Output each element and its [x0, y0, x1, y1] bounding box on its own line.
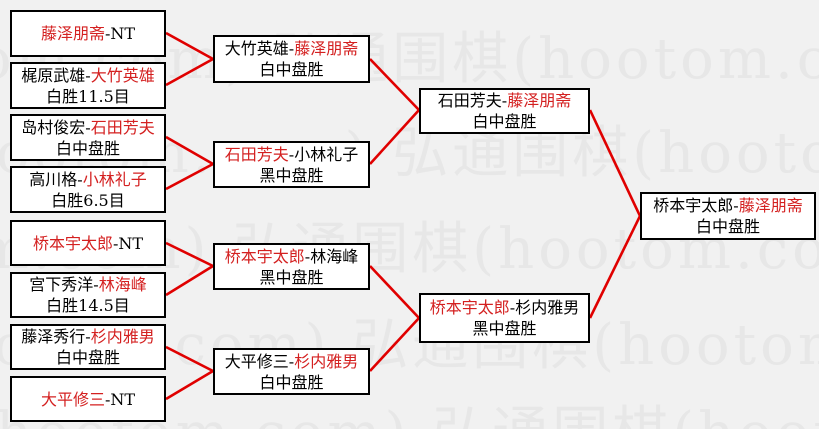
match-players: 大平修三-杉内雅男	[225, 351, 358, 372]
match-box-r2-2: 石田芳夫-小林礼子黑中盘胜	[213, 141, 370, 188]
match-players: 藤泽朋斋-NT	[41, 23, 135, 44]
connector-line	[165, 31, 214, 61]
player-name: 大平修三-	[224, 351, 295, 371]
match-result: 白胜14.5目	[46, 296, 130, 315]
match-result: 黑中盘胜	[472, 319, 537, 338]
winner-name: 杉内雅男	[90, 327, 155, 346]
winner-name: 杉内雅男	[294, 351, 359, 371]
match-box-r2-3: 桥本宇太郎-林海峰黑中盘胜	[213, 243, 370, 290]
match-box-r1-6: 宫下秀洋-林海峰白胜14.5目	[10, 272, 166, 318]
match-box-final: 桥本宇太郎-藤泽朋斋白中盘胜	[640, 192, 816, 240]
match-result: 白胜11.5目	[46, 86, 130, 106]
match-players: 桥本宇太郎-林海峰	[225, 246, 358, 267]
match-box-r1-2: 梶原武雄-大竹英雄白胜11.5目	[10, 62, 166, 109]
player-name: -杉内雅男	[509, 298, 580, 317]
winner-name: 桥本宇太郎	[32, 233, 113, 253]
match-box-r1-7: 藤泽秀行-杉内雅男白中盘胜	[10, 324, 166, 370]
match-box-sf-1: 石田芳夫-藤泽朋斋白中盘胜	[419, 88, 590, 134]
winner-name: 小林礼子	[82, 169, 147, 189]
match-box-sf-2: 桥本宇太郎-杉内雅男黑中盘胜	[419, 293, 590, 343]
match-box-r1-5: 桥本宇太郎-NT	[10, 220, 166, 266]
player-name: 石田芳夫-	[437, 91, 508, 110]
connector-line	[165, 369, 214, 401]
match-result: 白中盘胜	[695, 217, 760, 236]
match-box-r2-4: 大平修三-杉内雅男白中盘胜	[213, 348, 370, 395]
connector-line	[165, 345, 214, 373]
winner-name: 石田芳夫	[224, 144, 289, 164]
winner-name: 藤泽朋斋	[294, 39, 359, 58]
winner-name: 桥本宇太郎	[429, 298, 510, 317]
player-name: 宫下秀洋-	[29, 275, 99, 294]
winner-name: 藤泽朋斋	[738, 196, 803, 215]
winner-name: 藤泽朋斋	[40, 24, 105, 43]
match-box-r2-1: 大竹英雄-藤泽朋斋白中盘胜	[213, 35, 370, 83]
player-name: -NT	[112, 233, 144, 253]
match-players: 高川格-小林礼子	[29, 169, 146, 190]
match-players: 大竹英雄-藤泽朋斋	[225, 38, 358, 59]
match-result: 白胜6.5目	[51, 190, 125, 210]
connector-line	[165, 162, 214, 191]
match-players: 宫下秀洋-林海峰	[29, 274, 146, 295]
winner-name: 大平修三	[40, 389, 105, 409]
connector-line	[588, 109, 642, 217]
connector-line	[369, 109, 420, 165]
player-name: 桥本宇太郎-	[653, 196, 739, 215]
winner-name: 藤泽朋斋	[507, 91, 572, 110]
match-box-r1-1: 藤泽朋斋-NT	[10, 10, 166, 57]
match-players: 桥本宇太郎-藤泽朋斋	[653, 195, 802, 216]
connector-line	[369, 317, 420, 372]
match-players: 岛村俊宏-石田芳夫	[21, 117, 154, 138]
match-players: 桥本宇太郎-NT	[33, 233, 143, 254]
connector-line	[369, 58, 420, 111]
winner-name: 林海峰	[98, 275, 147, 294]
player-name: 大竹英雄-	[224, 39, 295, 58]
player-name: 梶原武雄-	[21, 65, 91, 85]
player-name: -NT	[104, 389, 136, 409]
winner-name: 石田芳夫	[90, 117, 155, 137]
match-box-r1-3: 岛村俊宏-石田芳夫白中盘胜	[10, 114, 166, 161]
match-players: 藤泽秀行-杉内雅男	[21, 326, 154, 347]
match-result: 黑中盘胜	[259, 165, 324, 185]
player-name: -小林礼子	[288, 144, 359, 164]
match-result: 白中盘胜	[55, 348, 120, 367]
connector-line	[588, 215, 642, 319]
connector-line	[165, 241, 214, 268]
match-box-r1-8: 大平修三-NT	[10, 376, 166, 422]
player-name: -NT	[104, 24, 136, 43]
player-name: -林海峰	[304, 246, 359, 266]
match-players: 石田芳夫-藤泽朋斋	[438, 90, 571, 111]
connector-line	[369, 265, 420, 319]
match-players: 梶原武雄-大竹英雄	[21, 65, 154, 86]
winner-name: 大竹英雄	[90, 65, 155, 85]
player-name: 藤泽秀行-	[21, 327, 91, 346]
match-players: 桥本宇太郎-杉内雅男	[430, 297, 579, 318]
winner-name: 桥本宇太郎	[224, 246, 305, 266]
match-players: 石田芳夫-小林礼子	[225, 144, 358, 165]
match-box-r1-4: 高川格-小林礼子白胜6.5目	[10, 166, 166, 213]
connector-line	[165, 135, 214, 166]
player-name: 岛村俊宏-	[21, 117, 91, 137]
match-result: 白中盘胜	[472, 112, 537, 131]
connector-line	[165, 264, 214, 297]
match-result: 白中盘胜	[259, 60, 324, 79]
player-name: 高川格-	[29, 169, 83, 189]
match-result: 黑中盘胜	[259, 267, 324, 287]
match-players: 大平修三-NT	[41, 389, 135, 410]
match-result: 白中盘胜	[259, 372, 324, 392]
match-result: 白中盘胜	[55, 138, 120, 158]
connector-line	[165, 57, 214, 87]
